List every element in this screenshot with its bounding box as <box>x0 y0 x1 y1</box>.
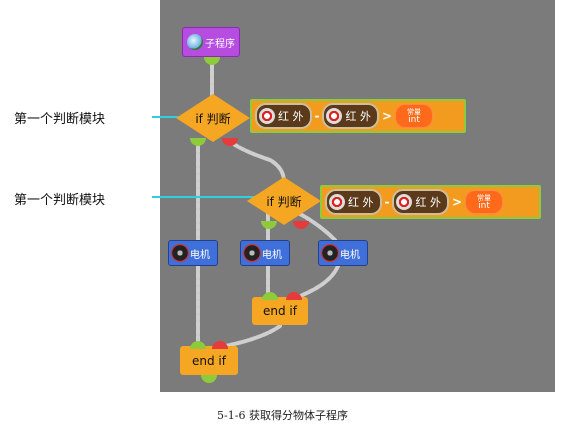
greater-than-operator: > <box>381 109 393 123</box>
ir-sensor-label: 红 外 <box>278 110 304 123</box>
subprogram-out-connector <box>204 57 220 65</box>
subprogram-icon <box>187 34 203 50</box>
motor-label: 电机 <box>190 249 210 261</box>
ir-sensor-icon <box>326 108 343 124</box>
if1-false-connector <box>222 138 238 146</box>
motor-label: 电机 <box>262 249 282 261</box>
ir-sensor-icon <box>329 194 345 210</box>
greater-than-operator: > <box>451 195 463 209</box>
motor-block-3[interactable]: 电机 <box>318 240 368 266</box>
end-if-label: end if <box>192 353 226 368</box>
if-block-2-condition[interactable]: 红 外 - 红 外 > 常量 int <box>320 185 541 219</box>
ir-sensor-left-1[interactable]: 红 外 <box>255 103 312 129</box>
int-constant-2[interactable]: 常量 int <box>465 190 504 214</box>
ir-sensor-left-2[interactable]: 红 外 <box>325 189 382 215</box>
constant-type: int <box>478 201 490 211</box>
end-if-2-out <box>201 375 217 383</box>
wire-motor3-down <box>293 264 340 300</box>
end-if-label: end if <box>263 304 297 318</box>
annotation-arrow-1 <box>152 116 196 118</box>
constant-caption: 常量 <box>477 194 492 202</box>
subprogram-label: 子程序 <box>205 38 235 50</box>
if-block-1-label: if 判断 <box>195 111 231 126</box>
minus-operator: - <box>384 195 390 209</box>
int-constant-1[interactable]: 常量 int <box>395 104 434 128</box>
wire-if1-right <box>226 138 286 184</box>
constant-type: int <box>408 115 420 125</box>
end-if-2-false-in <box>212 341 228 349</box>
ir-sensor-right-2[interactable]: 红 外 <box>392 189 449 215</box>
constant-caption: 常量 <box>407 108 422 116</box>
motor-block-1[interactable]: 电机 <box>168 240 218 266</box>
if1-true-connector <box>190 138 206 146</box>
motor-icon <box>243 244 261 262</box>
ir-sensor-right-1[interactable]: 红 外 <box>322 103 379 129</box>
annotation-arrow-2 <box>152 196 262 198</box>
minus-operator: - <box>314 109 320 123</box>
annotation-label-1: 第一个判断模块 <box>14 112 106 127</box>
figure-caption: 5-1-6 获取得分物体子程序 <box>217 409 348 422</box>
end-if-block-2[interactable]: end if <box>180 346 238 375</box>
motor-block-2[interactable]: 电机 <box>240 240 290 266</box>
ir-sensor-icon <box>396 194 413 210</box>
ir-sensor-icon <box>259 108 275 124</box>
if-block-2-label: if 判断 <box>266 194 302 209</box>
if-block-1-condition[interactable]: 红 外 - 红 外 > 常量 int <box>250 99 466 133</box>
end-if-1-true-in <box>262 292 278 300</box>
end-if-block-1[interactable]: end if <box>252 297 308 325</box>
ir-sensor-label: 红 外 <box>345 110 371 123</box>
motor-icon <box>171 244 189 262</box>
annotation-label-2: 第一个判断模块 <box>14 193 106 208</box>
motor-label: 电机 <box>340 249 360 261</box>
end-if-1-false-in <box>286 292 302 300</box>
if2-true-connector <box>261 221 277 229</box>
end-if-2-true-in <box>190 341 206 349</box>
ir-sensor-label: 红 外 <box>415 196 441 209</box>
subprogram-block[interactable]: 子程序 <box>182 27 240 57</box>
ir-sensor-label: 红 外 <box>348 196 374 209</box>
motor-icon <box>321 244 339 262</box>
wire-if2-right <box>298 212 337 242</box>
if2-false-connector <box>293 221 309 229</box>
